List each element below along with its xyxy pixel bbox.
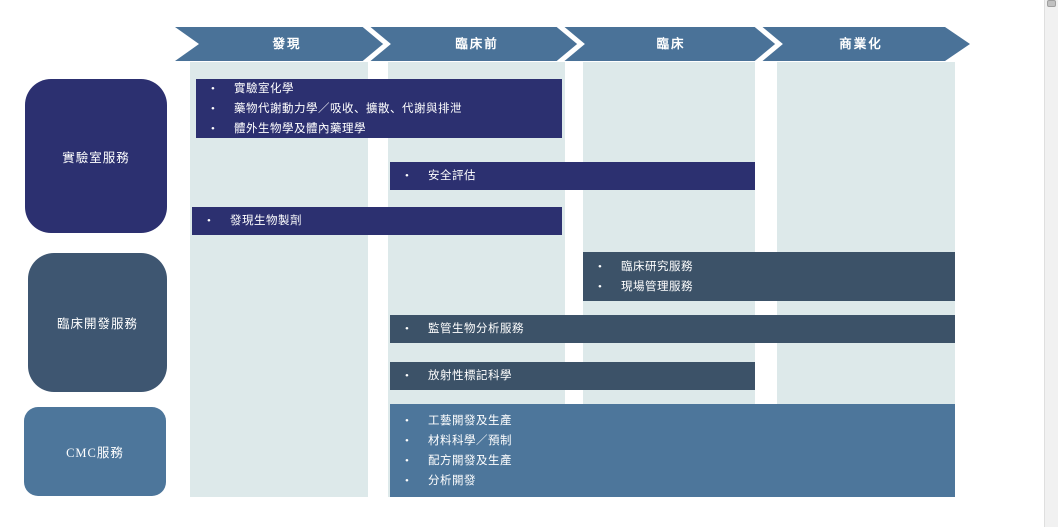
chevron-separator-icon <box>362 27 391 61</box>
service-item-row: • 材料科學／預制 <box>390 431 955 451</box>
bullet-icon: • <box>211 102 216 115</box>
service-item-label: 放射性標記科學 <box>428 370 512 382</box>
service-item-label: 體外生物學及體內藥理學 <box>234 122 366 135</box>
service-bar-clinical-research: • 臨床研究服務 • 現場管理服務 <box>583 252 955 301</box>
service-item-label: 現場管理服務 <box>621 280 693 293</box>
service-item-label: 藥物代謝動力學／吸收、擴散、代謝與排泄 <box>234 102 462 115</box>
phase-label-commercialization: 商業化 <box>839 37 883 51</box>
bullet-icon: • <box>405 323 410 335</box>
category-box-cmc-services: CMC服務 <box>24 407 166 496</box>
category-box-laboratory-services: 實驗室服務 <box>25 79 167 233</box>
bullet-icon: • <box>405 414 410 427</box>
bullet-icon: • <box>598 260 603 273</box>
service-item-label: 分析開發 <box>428 474 476 487</box>
service-bar-regulated-bioanalysis: • 監管生物分析服務 <box>390 315 955 343</box>
chevron-separator-icon <box>754 27 783 61</box>
phase-label-preclinical: 臨床前 <box>455 37 499 51</box>
service-item-label: 發現生物製劑 <box>230 215 302 227</box>
service-item-label: 工藝開發及生產 <box>428 414 512 427</box>
bullet-icon: • <box>405 370 410 382</box>
category-box-clinical-development-services: 臨床開發服務 <box>28 253 167 392</box>
service-bar-laboratory-discovery: • 實驗室化學 • 藥物代謝動力學／吸收、擴散、代謝與排泄 • 體外生物學及體內… <box>196 79 562 138</box>
bullet-icon: • <box>405 454 410 467</box>
service-bar-cmc: • 工藝開發及生產 • 材料科學／預制 • 配方開發及生產 • 分析開發 <box>390 404 955 497</box>
service-item-row: • 實驗室化學 <box>196 79 562 99</box>
scrollbar-track[interactable] <box>1044 0 1058 527</box>
service-item-row: • 監管生物分析服務 <box>390 319 955 339</box>
chevron-separator-icon <box>556 27 585 61</box>
service-item-row: • 現場管理服務 <box>583 277 955 297</box>
service-item-label: 臨床研究服務 <box>621 260 693 273</box>
service-item-label: 配方開發及生產 <box>428 454 512 467</box>
service-bar-radiolabelling: • 放射性標記科學 <box>390 362 755 390</box>
scrollbar-thumb[interactable] <box>1047 0 1056 7</box>
category-label: 實驗室服務 <box>62 150 130 165</box>
service-bar-discovery-biologics: • 發現生物製劑 <box>192 207 562 235</box>
service-item-row: • 分析開發 <box>390 471 955 491</box>
service-item-row: • 臨床研究服務 <box>583 257 955 277</box>
service-item-row: • 工藝開發及生產 <box>390 411 955 431</box>
service-item-row: • 配方開發及生產 <box>390 451 955 471</box>
service-item-row: • 藥物代謝動力學／吸收、擴散、代謝與排泄 <box>196 99 562 119</box>
bullet-icon: • <box>211 122 216 135</box>
service-item-row: • 體外生物學及體內藥理學 <box>196 119 562 139</box>
bullet-icon: • <box>207 215 212 227</box>
service-item-label: 監管生物分析服務 <box>428 323 524 335</box>
service-item-label: 實驗室化學 <box>234 82 294 95</box>
service-item-row: • 發現生物製劑 <box>192 211 562 231</box>
service-item-row: • 放射性標記科學 <box>390 366 755 386</box>
service-item-label: 材料科學／預制 <box>428 434 512 447</box>
bullet-icon: • <box>405 474 410 487</box>
bullet-icon: • <box>598 280 603 293</box>
bullet-icon: • <box>405 434 410 447</box>
phase-arrow-band <box>175 27 970 61</box>
bullet-icon: • <box>211 82 216 95</box>
service-item-label: 安全評估 <box>428 170 476 182</box>
phase-label-clinical: 臨床 <box>656 37 686 51</box>
service-item-row: • 安全評估 <box>390 166 755 186</box>
service-bar-safety-assessment: • 安全評估 <box>390 162 755 190</box>
category-label: 臨床開發服務 <box>56 317 138 331</box>
category-label: CMC服務 <box>66 446 124 460</box>
bullet-icon: • <box>405 170 410 182</box>
phase-label-discovery: 發現 <box>272 37 302 51</box>
